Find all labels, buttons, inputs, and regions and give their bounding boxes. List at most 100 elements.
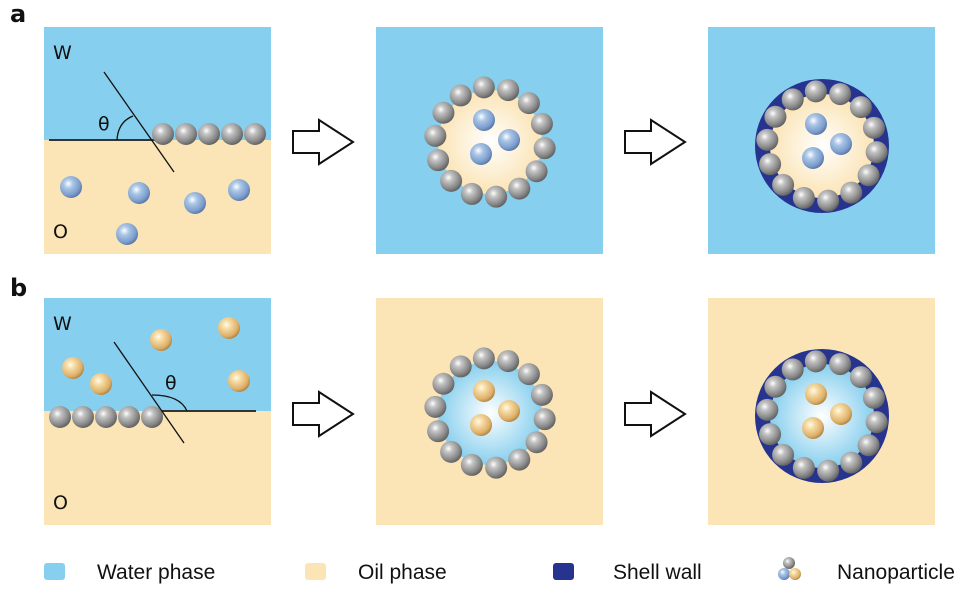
panel-b-interface: θ W O: [44, 298, 271, 525]
nanoparticle: [472, 76, 495, 99]
oil-swatch: [305, 563, 326, 580]
nanoparticle: [470, 143, 492, 165]
nanoparticle: [862, 116, 885, 139]
nanoparticle: [497, 350, 520, 373]
nanoparticle: [805, 113, 827, 135]
nanoparticle: [517, 363, 540, 386]
nanoparticle: [424, 124, 447, 147]
legend-item-oil: Oil phase: [305, 561, 447, 584]
nanoparticle: [764, 375, 787, 398]
angle-arc: [151, 394, 188, 412]
contact-angle-tangent: [113, 341, 185, 444]
water-swatch: [44, 563, 65, 580]
nanoparticle: [533, 137, 556, 160]
nanoparticle: [228, 179, 250, 201]
nanoparticle: [460, 182, 483, 205]
nanoparticle: [756, 398, 779, 421]
nanoparticle: [141, 406, 163, 428]
legend-label: Shell wall: [613, 561, 702, 584]
nanoparticle: [472, 347, 495, 370]
oil-region: [44, 411, 271, 525]
nanoparticle: [829, 83, 852, 106]
nanoparticle: [759, 153, 782, 176]
nanoparticle: [440, 169, 463, 192]
nanoparticle: [175, 123, 197, 145]
panel-b-capsule: [708, 298, 935, 525]
nanoparticle: [449, 84, 472, 107]
nanoparticle: [857, 164, 880, 187]
water-region: [44, 27, 271, 140]
droplet-core: [438, 90, 542, 194]
nanoparticle: [498, 129, 520, 151]
nanoparticle: [840, 451, 863, 474]
nanoparticle: [150, 329, 172, 351]
legend-item-nanoparticle: Nanoparticle: [778, 557, 955, 584]
nanoparticle: [460, 453, 483, 476]
arrow-a2: [624, 118, 687, 166]
nanoparticle: [244, 123, 266, 145]
nanoparticle: [473, 380, 495, 402]
nanoparticle: [508, 448, 531, 471]
nanoparticle: [781, 88, 804, 111]
nanoparticle: [152, 123, 174, 145]
nanoparticle: [221, 123, 243, 145]
legend-label: Oil phase: [358, 561, 447, 584]
nanoparticle: [865, 411, 888, 434]
nanoparticle: [805, 383, 827, 405]
nanoparticle: [485, 185, 508, 208]
nanoparticle: [525, 160, 548, 183]
oil-phase-label: O: [53, 221, 68, 243]
theta-label: θ: [98, 113, 110, 135]
nanoparticle: [508, 177, 531, 200]
nanoparticle: [840, 181, 863, 204]
nanoparticle: [128, 182, 150, 204]
nanoparticle: [830, 133, 852, 155]
nanoparticle: [95, 406, 117, 428]
nanoparticle: [228, 370, 250, 392]
nanoparticle: [862, 386, 885, 409]
nanoparticle: [440, 440, 463, 463]
nanoparticle: [424, 395, 447, 418]
nanoparticle: [62, 357, 84, 379]
angle-arc: [116, 115, 134, 141]
nanoparticle: [830, 403, 852, 425]
nanoparticle: [427, 149, 450, 172]
nanoparticle: [817, 459, 840, 482]
panel-b-emulsion-droplet: [376, 298, 603, 525]
contact-angle-tangent: [103, 71, 175, 173]
water-phase-label: W: [53, 313, 72, 335]
nanoparticle: [525, 431, 548, 454]
oil-phase-label: O: [53, 492, 68, 514]
water-phase-label: W: [53, 42, 72, 64]
nanoparticle-icon: [778, 557, 801, 580]
nanoparticle: [198, 123, 220, 145]
nanoparticle: [72, 406, 94, 428]
nanoparticle: [530, 383, 553, 406]
nanoparticle: [60, 176, 82, 198]
nanoparticle: [184, 192, 206, 214]
droplet-core: [438, 361, 542, 465]
panel-a-interface: θ W O: [44, 27, 271, 254]
droplet-core: [770, 364, 874, 468]
nanoparticle: [804, 80, 827, 103]
water-region: [44, 298, 271, 411]
nanoparticle: [470, 414, 492, 436]
nanoparticle: [533, 408, 556, 431]
nanoparticle: [432, 372, 455, 395]
droplet-core: [770, 94, 874, 198]
panel-label-b: b: [10, 274, 27, 302]
shell-swatch: [553, 563, 574, 580]
legend-item-water: Water phase: [44, 561, 215, 584]
nanoparticle: [829, 353, 852, 376]
legend-label: Water phase: [97, 561, 215, 584]
nanoparticle: [792, 456, 815, 479]
legend: Water phase Oil phase Shell wall Nanopar…: [44, 557, 955, 584]
nanoparticle: [517, 92, 540, 115]
nanoparticle: [218, 317, 240, 339]
legend-label: Nanoparticle: [837, 561, 955, 584]
nanoparticle: [802, 417, 824, 439]
panel-a-emulsion-droplet: [376, 27, 603, 254]
nanoparticle: [432, 101, 455, 124]
arrow-b1: [292, 390, 355, 438]
nanoparticle: [865, 141, 888, 164]
